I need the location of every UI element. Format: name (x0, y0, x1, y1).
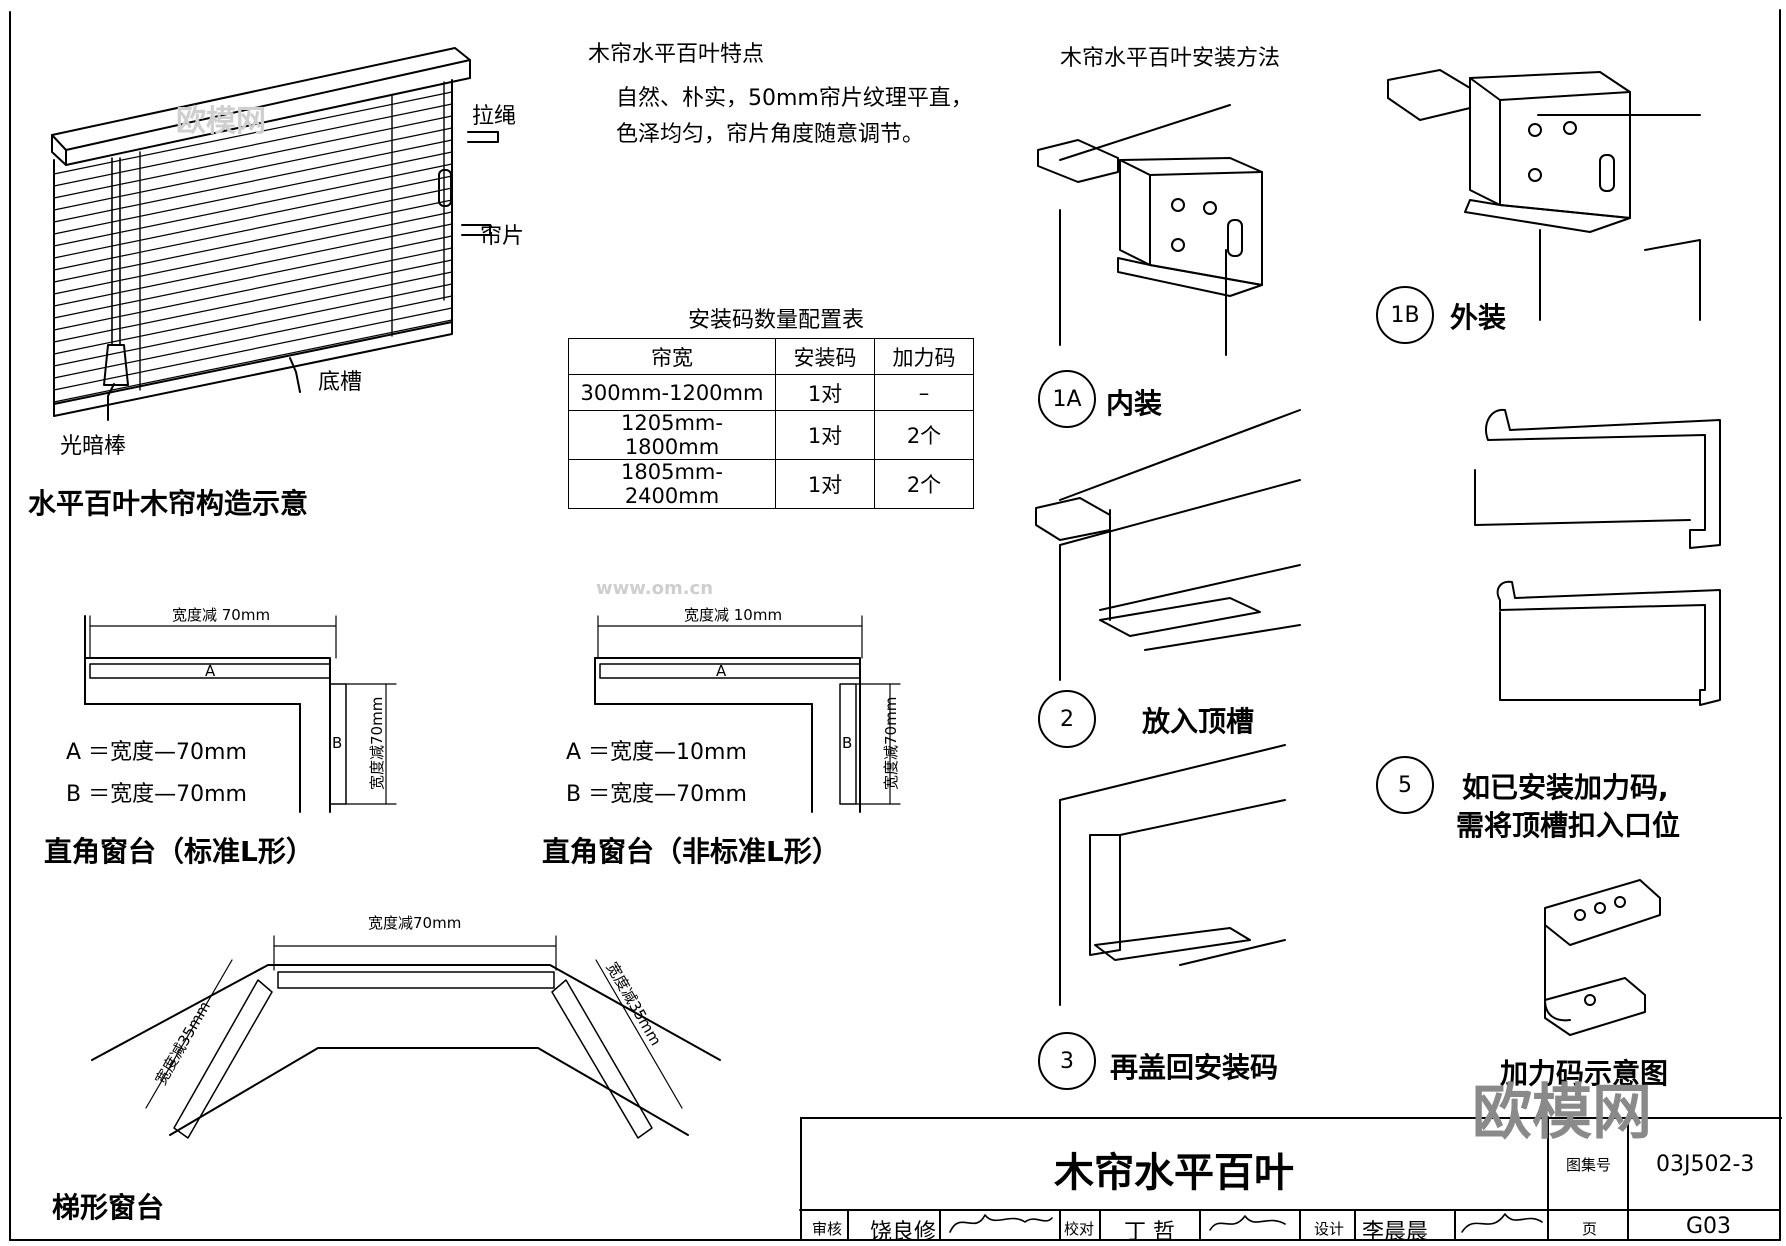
step-1b-label: 外装 (1450, 301, 1507, 334)
l-nonstandard-formula-a: A ＝宽度—10mm (566, 740, 747, 765)
design-label: 设计 (1314, 1220, 1345, 1238)
table-cell: 2个 (874, 410, 974, 460)
step-3-sketch (1059, 744, 1286, 1006)
config-header-width: 帘宽 (568, 338, 776, 375)
designer-name: 李晨晨 (1362, 1220, 1429, 1245)
table-cell: 1205mm-1800mm (568, 410, 776, 460)
watermark-brand: 欧模网 (1472, 1078, 1652, 1148)
table-cell: – (874, 374, 974, 411)
l-nonstandard-dim-side: 宽度减70mm (882, 696, 900, 790)
step-3-number: 3 (1038, 1032, 1096, 1090)
drawing-title: 木帘水平百叶 (1054, 1150, 1294, 1196)
title-block (800, 1117, 1782, 1241)
check-label: 校对 (1064, 1220, 1095, 1238)
l-standard-sketch (84, 615, 397, 813)
config-table-header-row: 帘宽 安装码 加力码 (568, 338, 974, 375)
table-cell: 1对 (775, 374, 875, 411)
watermark-brand-faint: 欧模网 (176, 104, 266, 139)
step-1b-sketch (1387, 69, 1701, 321)
l-nonstandard-sketch (594, 615, 901, 813)
table-cell: 1对 (775, 410, 875, 460)
config-table-title: 安装码数量配置表 (688, 308, 865, 333)
blind-caption: 水平百叶木帘构造示意 (28, 487, 309, 520)
table-row: 1205mm-1800mm 1对 2个 (568, 410, 974, 460)
l-nonstandard-mark-b: B (842, 734, 853, 752)
table-cell: 300mm-1200mm (568, 374, 776, 411)
blind-illustration (51, 47, 499, 421)
bracket-caption: 加力码示意图 (1500, 1057, 1669, 1090)
watermark-url-faint: www.om.cn (596, 578, 714, 599)
l-standard-formula-a: A ＝宽度—70mm (66, 740, 247, 765)
reviewer-signature (949, 1214, 1053, 1233)
install-title: 木帘水平百叶安装方法 (1060, 46, 1281, 71)
table-cell: 1805mm-2400mm (568, 459, 776, 509)
l-nonstandard-mark-a: A (716, 662, 727, 680)
table-row: 300mm-1200mm 1对 – (568, 374, 974, 411)
features-line-1: 自然、朴实，50mm帘片纹理平直， (616, 86, 973, 111)
table-row: 1805mm-2400mm 1对 2个 (568, 459, 974, 509)
l-standard-caption: 直角窗台（标准L形） (44, 835, 314, 868)
atlas-label: 图集号 (1566, 1156, 1612, 1174)
features-title: 木帘水平百叶特点 (588, 42, 765, 67)
page-number: G03 (1686, 1214, 1732, 1239)
label-pull-cord: 拉绳 (472, 104, 517, 129)
config-header-install: 安装码 (775, 338, 875, 375)
reinforcement-bracket-sketch (1544, 879, 1661, 1036)
step-2-sketch (1035, 409, 1301, 681)
step-3-label: 再盖回安装码 (1110, 1051, 1279, 1084)
trapezoid-dim-top: 宽度减70mm (368, 914, 462, 932)
config-table: 帘宽 安装码 加力码 300mm-1200mm 1对 – 1205mm-1800… (568, 338, 974, 509)
page-label: 页 (1582, 1220, 1598, 1238)
step-5-label-line-1: 如已安装加力码, (1462, 771, 1669, 804)
table-cell: 1对 (775, 459, 875, 509)
step-5-number: 5 (1376, 756, 1434, 814)
label-slat: 帘片 (480, 224, 525, 249)
review-label: 审核 (812, 1220, 843, 1238)
l-standard-mark-a: A (205, 662, 216, 680)
step-1a-number: 1A (1038, 370, 1096, 428)
config-header-reinforce: 加力码 (874, 338, 974, 375)
table-cell: 2个 (874, 459, 974, 509)
l-nonstandard-caption: 直角窗台（非标准L形） (542, 835, 840, 868)
l-standard-dim-side: 宽度减70mm (368, 696, 386, 790)
reviewer-name: 饶良修 (870, 1220, 937, 1245)
l-nonstandard-dim-top: 宽度减 10mm (684, 606, 783, 624)
step-2-label: 放入顶槽 (1142, 705, 1255, 738)
label-tilt-wand: 光暗棒 (60, 434, 127, 459)
step-5-profiles (1474, 408, 1721, 706)
designer-signature (1461, 1213, 1543, 1233)
l-nonstandard-formula-b: B ＝宽度—70mm (566, 782, 747, 807)
trapezoid-sketch (91, 935, 721, 1139)
step-2-number: 2 (1038, 690, 1096, 748)
step-1b-number: 1B (1376, 286, 1434, 344)
label-bottom-rail: 底槽 (318, 370, 363, 395)
checker-signature (1209, 1215, 1286, 1231)
step-1a-sketch (1037, 104, 1263, 356)
l-standard-formula-b: B ＝宽度—70mm (66, 782, 247, 807)
step-1a-label: 内装 (1106, 387, 1163, 420)
l-standard-mark-b: B (332, 734, 343, 752)
title-block-grid (799, 1116, 1781, 1241)
atlas-number: 03J502-3 (1656, 1152, 1755, 1177)
checker-name: 丁 哲 (1124, 1220, 1175, 1245)
trapezoid-caption: 梯形窗台 (52, 1191, 165, 1224)
l-standard-dim-top: 宽度减 70mm (172, 606, 271, 624)
features-line-2: 色泽均匀，帘片角度随意调节。 (616, 122, 925, 147)
step-5-label-line-2: 需将顶槽扣入口位 (1456, 809, 1681, 842)
